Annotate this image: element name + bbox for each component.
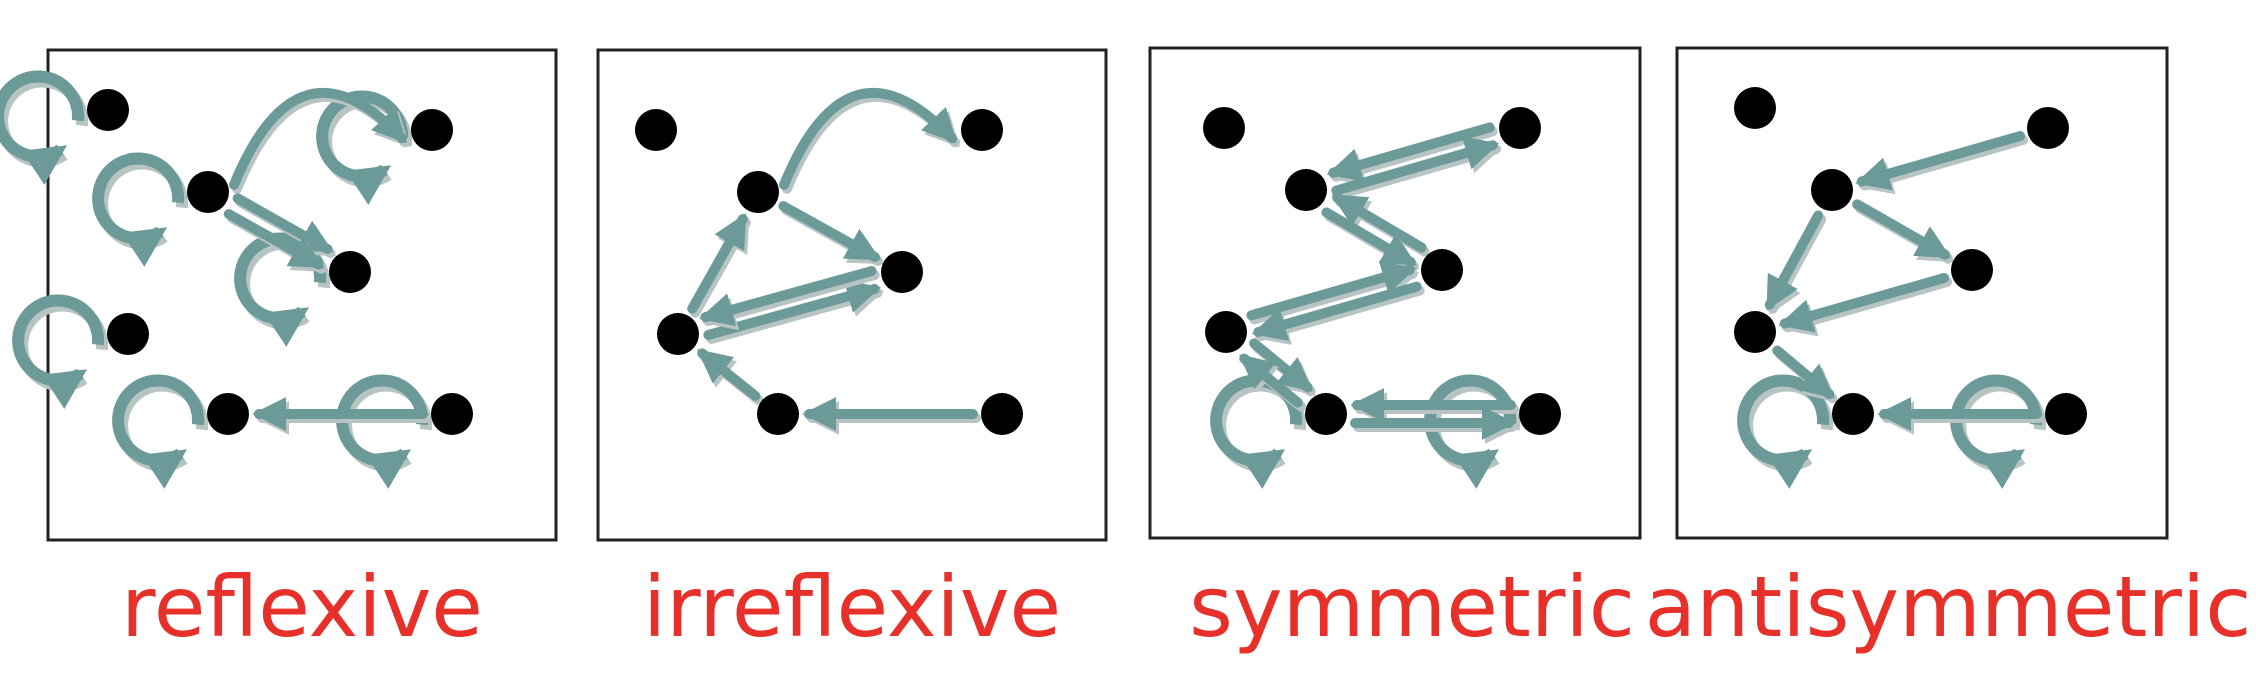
loop-arrow — [0, 70, 85, 185]
edge-arrow — [696, 348, 761, 401]
caption-irreflexive: irreflexive — [643, 558, 1061, 656]
edge-arrow — [1778, 272, 1950, 333]
edge-arrow — [1852, 199, 1951, 260]
edge-arrow — [1251, 281, 1422, 341]
edge-arrow — [698, 266, 877, 327]
edge-arrow — [1326, 122, 1495, 182]
node-d — [1205, 311, 1247, 353]
node-g — [2045, 393, 2087, 435]
panel-antisymmetric: antisymmetric — [1645, 46, 2252, 656]
caption-antisymmetric: antisymmetric — [1645, 558, 2252, 656]
node-c — [1499, 107, 1541, 149]
edge-arrow — [1331, 136, 1500, 196]
panel-irreflexive: irreflexive — [596, 48, 1108, 656]
edge-arrow — [1246, 261, 1417, 321]
node-g — [757, 393, 799, 435]
caption-reflexive: reflexive — [121, 558, 483, 656]
caption-symmetric: symmetric — [1189, 558, 1635, 656]
node-f — [1305, 393, 1347, 435]
node-f — [657, 313, 699, 355]
panel-content — [635, 87, 1023, 436]
node-c — [2027, 107, 2069, 149]
panel-symmetric: symmetric — [1148, 46, 1642, 656]
node-b — [1285, 169, 1327, 211]
node-a — [87, 89, 129, 131]
node-b — [737, 171, 779, 213]
node-a — [1203, 107, 1245, 149]
node-d — [1734, 311, 1776, 353]
panel-content — [1203, 107, 1561, 489]
node-a — [1734, 87, 1776, 129]
node-e — [1421, 249, 1463, 291]
node-h — [431, 393, 473, 435]
node-c — [411, 109, 453, 151]
edge-arrow — [1764, 210, 1824, 311]
panel-frame — [46, 48, 558, 542]
node-d — [881, 251, 923, 293]
node-b — [187, 171, 229, 213]
edge-arrow — [1321, 207, 1417, 268]
loop-arrow — [1950, 374, 2043, 489]
node-g — [1519, 393, 1561, 435]
node-b — [1811, 169, 1853, 211]
loop-arrow — [336, 374, 429, 489]
node-f — [1832, 393, 1874, 435]
edge-arrow — [223, 209, 325, 270]
node-d — [329, 251, 371, 293]
node-g — [207, 393, 249, 435]
edge-arrow — [1249, 338, 1313, 393]
loop-arrow — [112, 374, 205, 489]
node-e — [107, 313, 149, 355]
edge-arrow — [229, 87, 408, 190]
loop-arrow — [1424, 374, 1517, 489]
panel-content — [0, 70, 473, 489]
node-c — [961, 109, 1003, 151]
edge-arrow — [1772, 345, 1835, 400]
node-e — [1951, 249, 1993, 291]
panel-content — [1734, 87, 2087, 489]
node-a — [635, 109, 677, 151]
panel-reflexive: reflexive — [0, 48, 558, 656]
loop-arrow — [12, 294, 105, 409]
edge-arrow — [778, 201, 881, 262]
edge-arrow — [1239, 353, 1303, 408]
loop-arrow — [92, 152, 185, 267]
edge-arrow — [1855, 131, 2026, 191]
edge-arrow — [779, 87, 958, 190]
node-h — [981, 393, 1023, 435]
